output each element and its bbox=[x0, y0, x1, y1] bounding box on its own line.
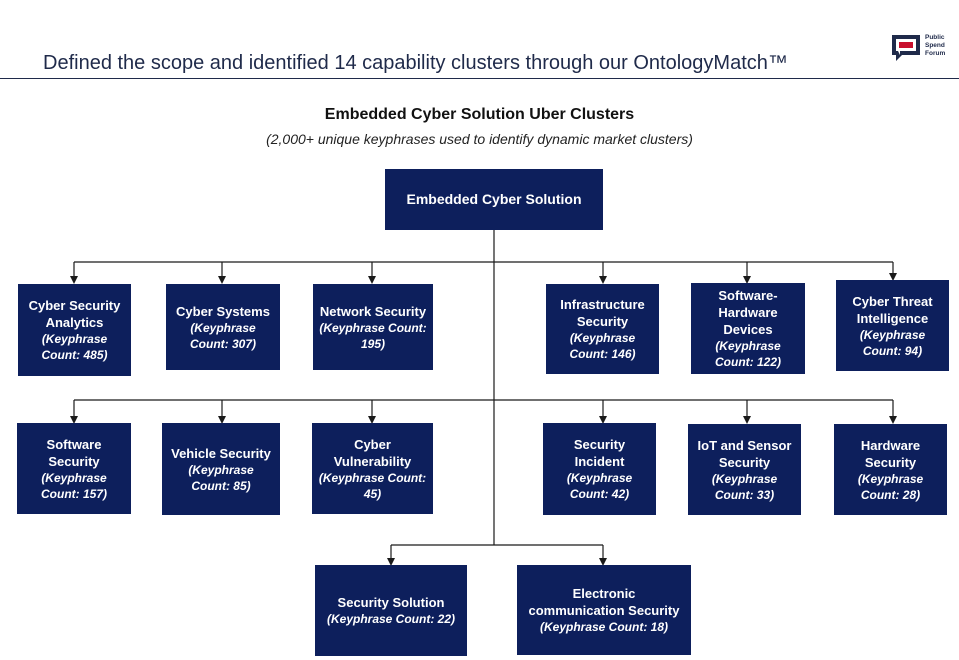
public-spend-forum-logo: Public Spend Forum bbox=[890, 33, 954, 63]
logo-text-line: Public bbox=[925, 34, 945, 41]
node-hardware-security: Hardware Security (Keyphrase Count: 28) bbox=[834, 424, 947, 515]
node-keyphrase-count: (Keyphrase Count: 157) bbox=[41, 470, 107, 501]
node-label: Cyber Vulnerability bbox=[333, 436, 412, 469]
node-label: Security Incident bbox=[573, 437, 626, 469]
node-label: Security Solution bbox=[337, 595, 445, 610]
node-keyphrase-count: (Keyphrase Count: 485) bbox=[41, 332, 108, 362]
node-electronic-communication-security: Electronic communication Security (Keyph… bbox=[517, 565, 691, 655]
node-keyphrase-count: (Keyphrase Count: 18) bbox=[539, 620, 669, 634]
node-label: Electronic communication Security bbox=[528, 586, 680, 618]
node-software-security: Software Security (Keyphrase Count: 157) bbox=[17, 423, 131, 514]
node-cyber-vulnerability: Cyber Vulnerability (Keyphrase Count: 45… bbox=[312, 423, 433, 514]
node-label: Network Security bbox=[319, 303, 427, 319]
node-keyphrase-count: (Keyphrase Count: 45) bbox=[318, 470, 427, 501]
node-iot-and-sensor-security: IoT and Sensor Security (Keyphrase Count… bbox=[688, 424, 801, 515]
node-label: Cyber Threat Intelligence bbox=[852, 293, 933, 326]
node-security-solution: Security Solution (Keyphrase Count: 22) bbox=[315, 565, 467, 656]
node-label: Hardware Security bbox=[860, 437, 921, 470]
node-keyphrase-count: (Keyphrase Count: 122) bbox=[715, 339, 781, 369]
node-root: Embedded Cyber Solution bbox=[385, 169, 603, 230]
node-keyphrase-count: (Keyphrase Count: 22) bbox=[326, 612, 456, 626]
node-keyphrase-count: (Keyphrase Count: 307) bbox=[190, 320, 256, 351]
node-keyphrase-count: (Keyphrase Count: 28) bbox=[857, 471, 924, 502]
diagram-subtitle: (2,000+ unique keyphrases used to identi… bbox=[266, 131, 693, 147]
node-label: Software Security bbox=[46, 436, 102, 469]
node-label: Software-Hardware Devices bbox=[718, 288, 778, 337]
slide-title: Defined the scope and identified 14 capa… bbox=[43, 52, 788, 74]
node-keyphrase-count: (Keyphrase Count: 85) bbox=[188, 462, 254, 493]
node-security-incident: Security Incident (Keyphrase Count: 42) bbox=[543, 423, 656, 515]
logo-text-line: Forum bbox=[925, 50, 946, 57]
node-cyber-threat-intelligence: Cyber Threat Intelligence (Keyphrase Cou… bbox=[836, 280, 949, 371]
node-software-hardware-devices: Software-Hardware Devices (Keyphrase Cou… bbox=[691, 283, 805, 374]
node-label: IoT and Sensor Security bbox=[697, 437, 792, 470]
node-label: Embedded Cyber Solution bbox=[406, 191, 582, 207]
node-infrastructure-security: Infrastructure Security (Keyphrase Count… bbox=[546, 284, 659, 374]
logo-text-line: Spend bbox=[925, 42, 945, 49]
node-keyphrase-count: (Keyphrase Count: 94) bbox=[859, 327, 926, 358]
node-keyphrase-count: (Keyphrase Count: 33) bbox=[711, 471, 778, 502]
node-keyphrase-count: (Keyphrase Count: 195) bbox=[319, 320, 427, 351]
node-cyber-security-analytics: Cyber Security Analytics (Keyphrase Coun… bbox=[18, 284, 131, 376]
title-divider bbox=[0, 78, 959, 79]
diagram-title: Embedded Cyber Solution Uber Clusters bbox=[324, 106, 635, 123]
node-cyber-systems: Cyber Systems (Keyphrase Count: 307) bbox=[166, 284, 280, 370]
node-keyphrase-count: (Keyphrase Count: 146) bbox=[569, 331, 636, 361]
node-keyphrase-count: (Keyphrase Count: 42) bbox=[566, 471, 633, 501]
node-label: Infrastructure Security bbox=[560, 297, 645, 329]
node-label: Cyber Security Analytics bbox=[28, 298, 121, 330]
speech-bubble-icon bbox=[892, 35, 920, 61]
node-label: Vehicle Security bbox=[171, 445, 271, 461]
node-vehicle-security: Vehicle Security (Keyphrase Count: 85) bbox=[162, 423, 280, 515]
node-network-security: Network Security (Keyphrase Count: 195) bbox=[313, 284, 433, 370]
node-label: Cyber Systems bbox=[176, 303, 270, 319]
